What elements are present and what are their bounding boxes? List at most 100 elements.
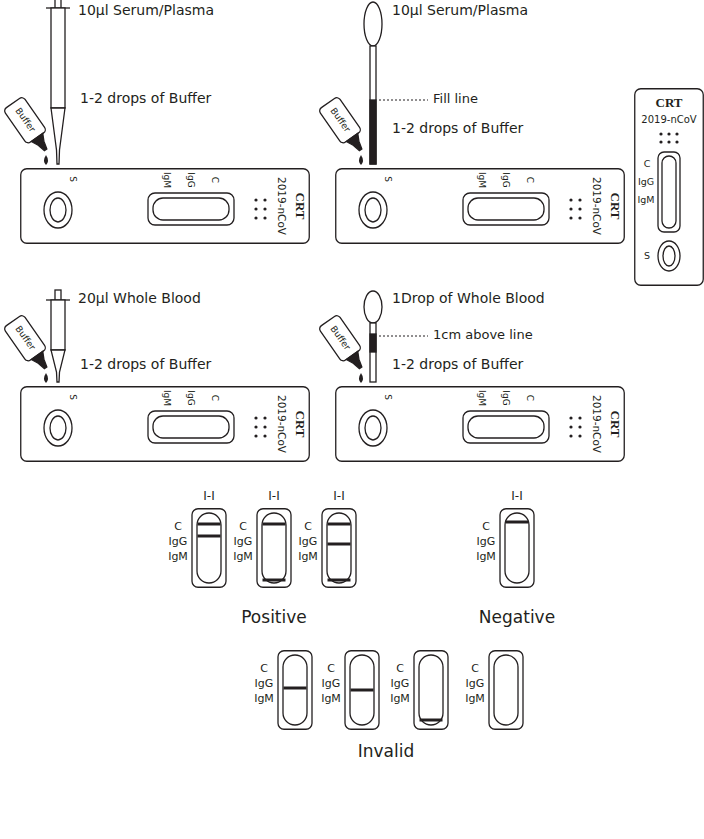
step-instruction: 1Drop of Whole Blood: [392, 290, 545, 306]
result-window: C IgG IgM: [463, 650, 525, 730]
result-strip: [505, 513, 529, 583]
dot: [569, 416, 572, 419]
sample-well: [44, 410, 72, 446]
sample-well: [359, 410, 387, 446]
node-label: S: [68, 394, 77, 400]
step-instruction: 1-2 drops of Buffer: [392, 356, 523, 372]
test-line: [263, 579, 286, 582]
result-window-frame: [345, 651, 379, 730]
node-label: IgG: [638, 177, 654, 187]
test-cassette: SIgMIgGC2019-nCoVCRT: [20, 168, 310, 244]
result-strip: [153, 416, 229, 438]
dot: [667, 132, 670, 135]
node-label: C: [239, 521, 247, 532]
syringe-plunger: [55, 0, 61, 8]
result-strip: [262, 513, 286, 583]
node-label: S: [644, 251, 650, 261]
node-label: CRT: [609, 193, 622, 220]
result-heading: Negative: [479, 608, 555, 628]
node-label: S: [383, 176, 392, 182]
step-instruction: 20µl Whole Blood: [78, 290, 201, 306]
node-label: IgM: [465, 693, 485, 704]
node-label: C: [304, 521, 312, 532]
node-label: IgG: [466, 678, 485, 689]
test-line: [328, 543, 351, 546]
node-label: C: [327, 663, 335, 674]
result-window-frame: [192, 509, 226, 588]
node-label: IgM: [254, 693, 274, 704]
sample-well-inner: [365, 416, 381, 440]
step-instruction: 1-2 drops of Buffer: [392, 120, 523, 136]
node-label: IgM: [162, 172, 171, 188]
node-label: 2019-nCoV: [277, 395, 288, 453]
dot: [254, 207, 257, 210]
node-label: 2019-nCoV: [592, 395, 603, 453]
buffer-drop: [44, 155, 48, 165]
node-label: CRT: [609, 411, 622, 438]
test-cassette: CRT2019-nCoVCIgGIgMS: [634, 88, 704, 286]
buffer-bottle: Buffer: [317, 95, 372, 157]
sample-well: [44, 192, 72, 228]
result-strip: [494, 655, 518, 725]
test-line: [328, 579, 351, 582]
test-line: [198, 535, 221, 538]
syringe-plunger: [55, 290, 61, 300]
node-label: C: [525, 177, 534, 183]
node-label: IgG: [477, 536, 496, 547]
dot: [254, 198, 257, 201]
node-label: C: [471, 663, 479, 674]
result-strip: [350, 655, 374, 725]
step-instruction: Fill line: [433, 92, 478, 107]
sample-well-inner: [663, 246, 675, 266]
result-window-frame: [463, 411, 549, 443]
test-cassette: SIgMIgGC2019-nCoVCRT: [20, 386, 310, 462]
dot: [675, 140, 678, 143]
result-strip: [153, 198, 229, 220]
fill-line-mark: [379, 100, 428, 101]
dot: [578, 207, 581, 210]
bottle-nozzle: [32, 351, 52, 371]
dropper-bulb: [364, 2, 382, 46]
bottle-nozzle: [347, 351, 367, 371]
step-instruction: 10µl Serum/Plasma: [78, 2, 214, 18]
result-window: CIgGIgM: [231, 508, 293, 588]
dot: [578, 425, 581, 428]
node-label: IgM: [298, 551, 318, 562]
node-label: IgM: [477, 172, 486, 188]
node-label: IgG: [501, 390, 510, 405]
result-strip: [327, 513, 351, 583]
dot: [569, 207, 572, 210]
buffer-bottle: Buffer: [317, 313, 372, 375]
node-label: S: [383, 394, 392, 400]
result-window-frame: [658, 152, 680, 232]
node-label: C: [210, 177, 219, 183]
node-label: IgM: [162, 390, 171, 406]
node-label: IgM: [477, 390, 486, 406]
node-label: C: [210, 395, 219, 401]
node-label: IgG: [186, 172, 195, 187]
node-label: IgM: [476, 551, 496, 562]
node-label: IgG: [391, 678, 410, 689]
test-line: [351, 689, 374, 692]
level-line-mark: [379, 336, 428, 337]
result-window-frame: [500, 509, 534, 588]
dot: [263, 216, 266, 219]
dot: [263, 416, 266, 419]
result-window: CIgGIgM: [166, 508, 228, 588]
syringe-tip: [51, 350, 65, 382]
dot: [254, 216, 257, 219]
window-marker: I-I: [268, 490, 279, 504]
result-window-frame: [463, 193, 549, 225]
result-window-frame: [322, 509, 356, 588]
buffer-bottle: Buffer: [2, 313, 57, 375]
step-instruction: 1cm above line: [433, 328, 533, 343]
node-label: IgM: [233, 551, 253, 562]
sample-well: [658, 241, 680, 271]
cassette-body: [336, 387, 625, 462]
step-instruction: 1-2 drops of Buffer: [80, 356, 211, 372]
dot: [578, 416, 581, 419]
dropper-sample: [370, 100, 376, 164]
sample-well-inner: [50, 198, 66, 222]
result-window-frame: [148, 411, 234, 443]
node-label: CRT: [294, 193, 307, 220]
